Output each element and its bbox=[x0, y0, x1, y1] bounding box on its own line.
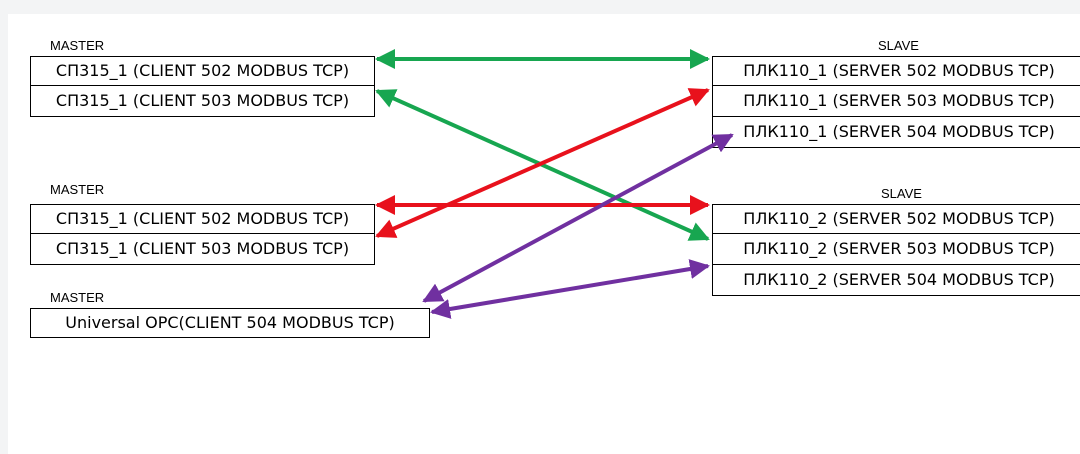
master-1-client-503: СП315_1 (CLIENT 503 MODBUS TCP) bbox=[30, 86, 375, 117]
slave-label-1: SLAVE bbox=[878, 38, 919, 53]
master-2-client-503: СП315_1 (CLIENT 503 MODBUS TCP) bbox=[30, 234, 375, 265]
slave-1-server-503: ПЛК110_1 (SERVER 503 MODBUS TCP) bbox=[712, 86, 1080, 117]
slave-label-2: SLAVE bbox=[881, 186, 922, 201]
slave-2-server-503: ПЛК110_2 (SERVER 503 MODBUS TCP) bbox=[712, 234, 1080, 265]
slave-1-server-502: ПЛК110_1 (SERVER 502 MODBUS TCP) bbox=[712, 56, 1080, 86]
diagram-canvas: MASTER СП315_1 (CLIENT 502 MODBUS TCP) С… bbox=[8, 14, 1080, 454]
slave-2-server-504: ПЛК110_2 (SERVER 504 MODBUS TCP) bbox=[712, 265, 1080, 296]
slave-1-server-504: ПЛК110_1 (SERVER 504 MODBUS TCP) bbox=[712, 117, 1080, 148]
master-2-client-502: СП315_1 (CLIENT 502 MODBUS TCP) bbox=[30, 204, 375, 234]
arrow-red-master2-1-to-slave1-1 bbox=[375, 88, 710, 238]
master-1-client-502: СП315_1 (CLIENT 502 MODBUS TCP) bbox=[30, 56, 375, 86]
master-label-1: MASTER bbox=[50, 38, 105, 53]
arrow-purple-master3-0-to-slave1-2 bbox=[422, 133, 734, 303]
arrow-purple-master3-0-to-slave2-2 bbox=[430, 259, 710, 319]
slave-2-server-502: ПЛК110_2 (SERVER 502 MODBUS TCP) bbox=[712, 204, 1080, 234]
master-label-3: MASTER bbox=[50, 290, 105, 305]
master-3-opc-client-504: Universal OPC(CLIENT 504 MODBUS TCP) bbox=[30, 308, 430, 338]
arrow-green-master1-1-to-slave2-1 bbox=[375, 89, 710, 241]
master-label-2: MASTER bbox=[50, 182, 105, 197]
